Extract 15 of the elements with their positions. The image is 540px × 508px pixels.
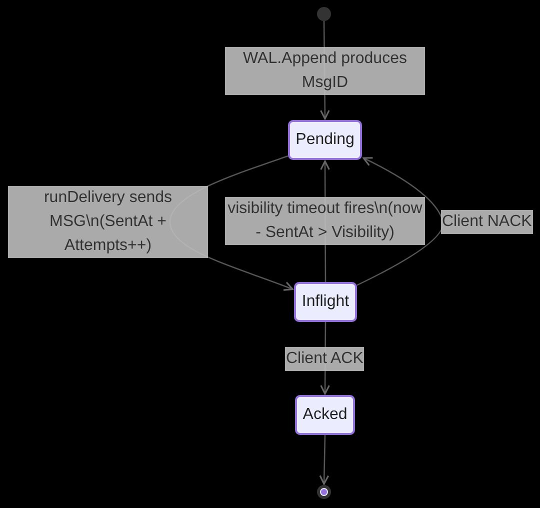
state-box <box>295 395 355 435</box>
edge-label: runDelivery sends MSG\n(SentAt + Attempts++) <box>8 186 208 258</box>
edge-label: WAL.Append produces MsgID <box>225 47 425 95</box>
edge-label: visibility timeout fires\n(now - SentAt > Visibility) <box>225 197 425 245</box>
edge-label: Client ACK <box>285 347 364 371</box>
edge-label: Client NACK <box>441 210 533 234</box>
start-state <box>317 7 331 21</box>
state-box <box>288 120 362 160</box>
end-state <box>317 485 331 499</box>
state-box <box>294 282 357 322</box>
transition-arrow <box>356 157 444 286</box>
state-name: Acked <box>302 405 348 425</box>
state-name: Pending <box>296 130 354 150</box>
state-name: Inflight <box>302 292 350 312</box>
transition-arrow <box>319 434 330 485</box>
